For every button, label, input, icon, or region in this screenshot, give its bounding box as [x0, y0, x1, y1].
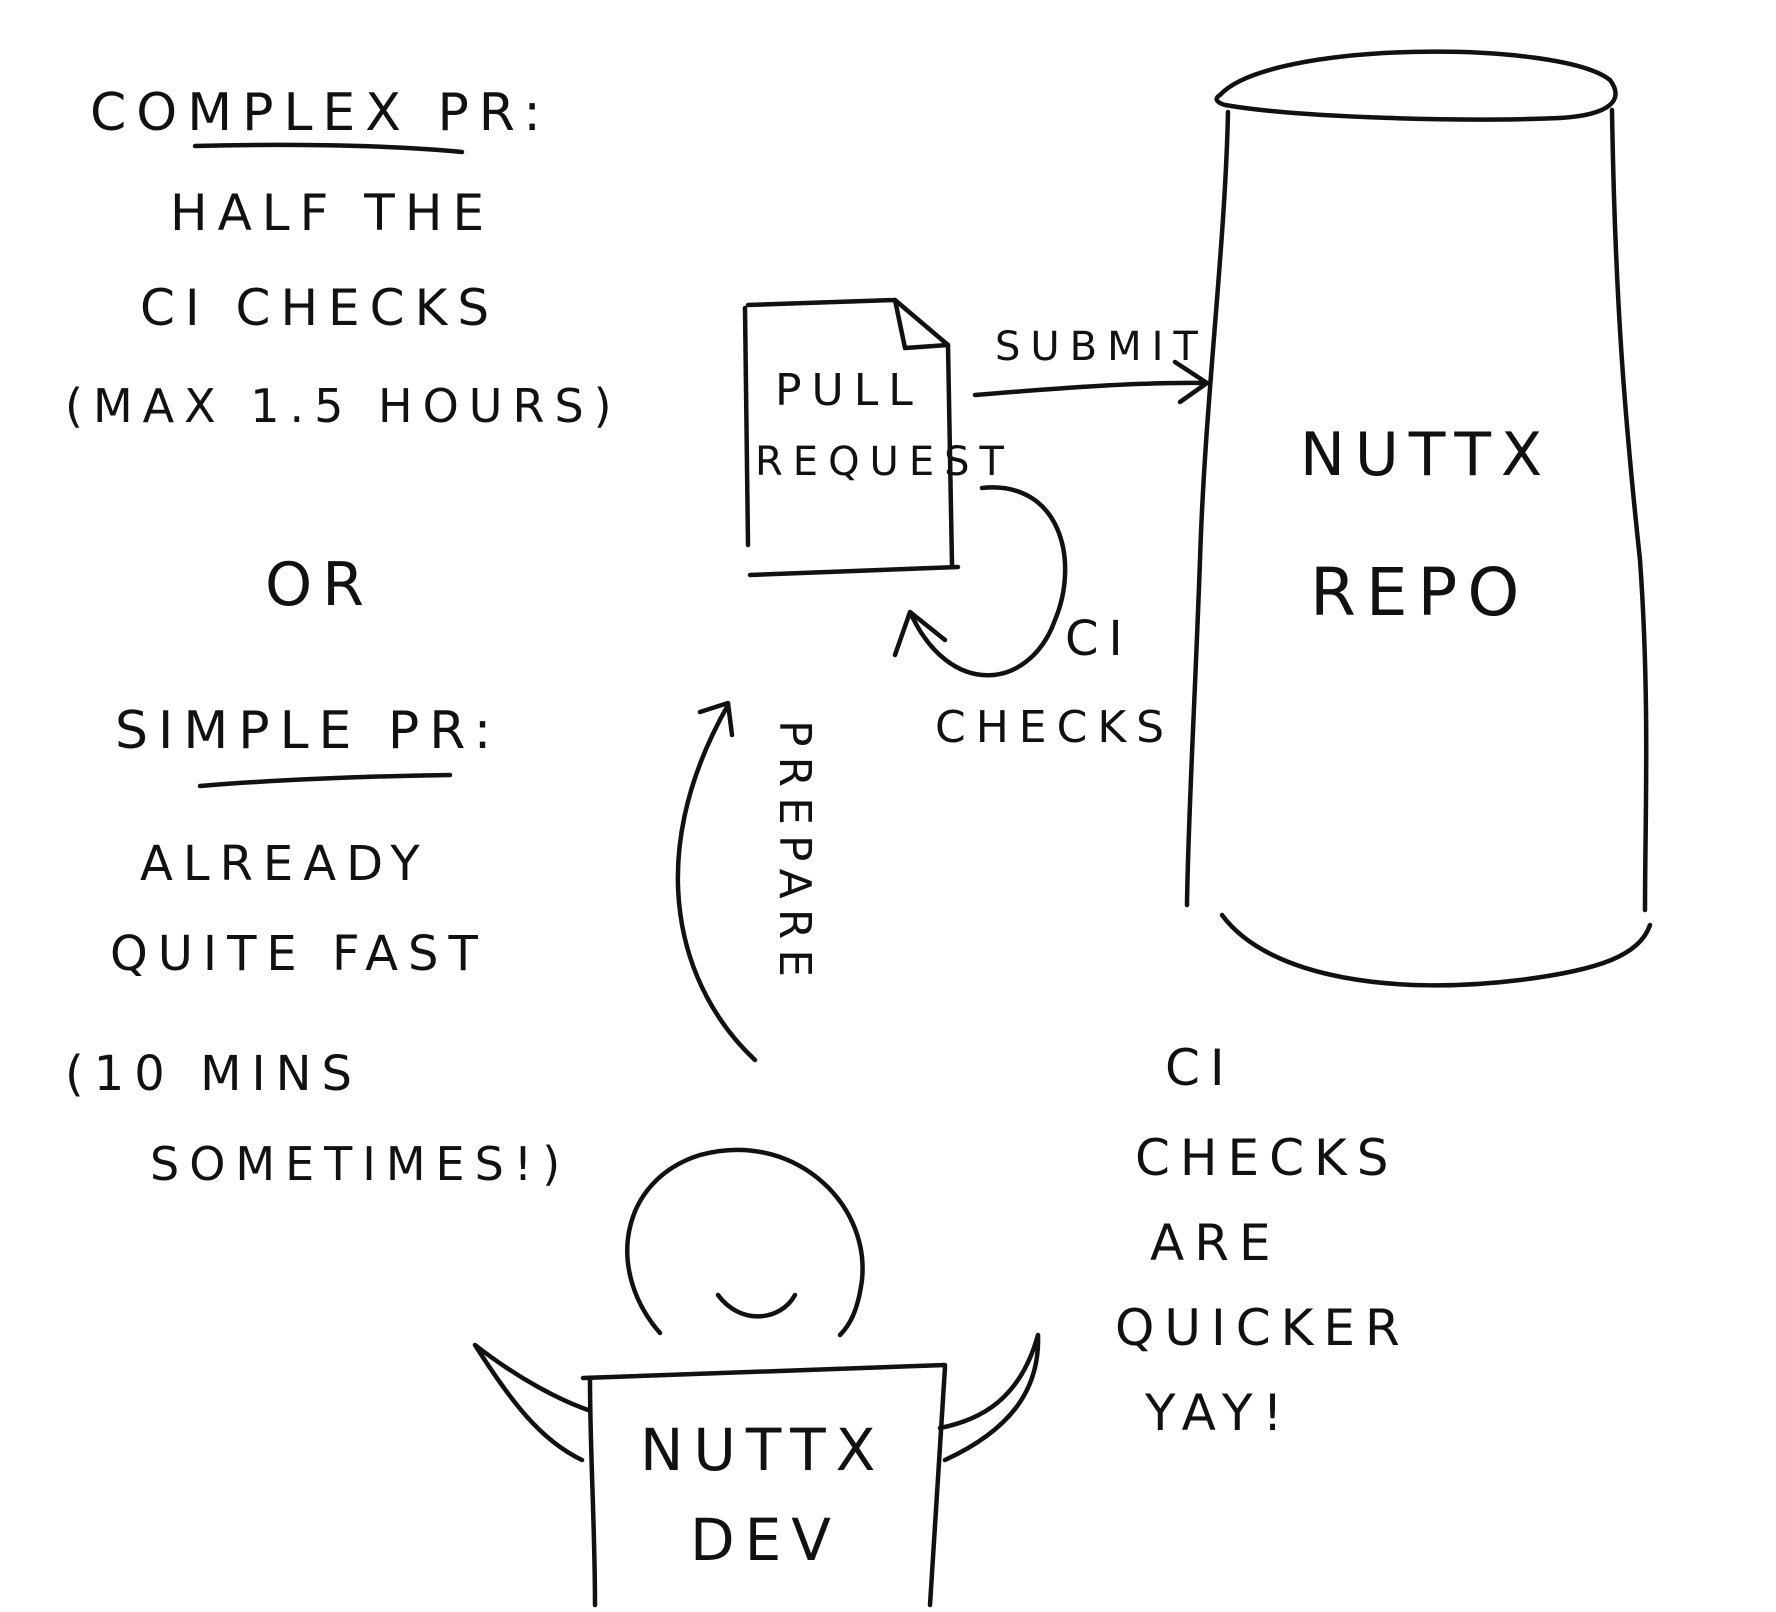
simple-pr-line1: ALREADY — [140, 836, 430, 892]
repo-line2: REPO — [1310, 554, 1529, 631]
prepare-flow: PREPARE — [675, 700, 820, 1063]
repo-cylinder-bottom-icon — [1219, 912, 1653, 988]
simple-pr-line3: (10 MINS — [65, 1046, 362, 1102]
right-note-line1: CI — [1165, 1039, 1235, 1097]
left-notes: COMPLEX PR: HALF THE CI CHECKS (MAX 1.5 … — [65, 83, 622, 1191]
right-note-line4: QUICKER — [1115, 1299, 1410, 1357]
repo-cylinder-top-icon — [1214, 49, 1618, 122]
dev-smile-icon — [715, 1292, 798, 1319]
ci-loop-line2: CHECKS — [935, 702, 1174, 753]
complex-pr-heading: COMPLEX PR: — [90, 83, 551, 143]
dev-left-arm-icon — [472, 1342, 591, 1463]
submit-flow: SUBMIT — [972, 324, 1210, 405]
nuttx-dev-figure: NUTTX DEV — [472, 1147, 1041, 1608]
ci-loop-arrow-icon — [892, 485, 1068, 678]
repo-cylinder-right-wall-icon — [1609, 107, 1649, 913]
simple-pr-line2: QUITE FAST — [110, 926, 488, 982]
pull-request-line1: PULL — [775, 365, 923, 416]
simple-underline — [197, 772, 453, 789]
simple-pr-line4: SOMETIMES!) — [150, 1137, 570, 1191]
submit-arrow-icon — [972, 359, 1210, 405]
repo-cylinder-left-wall-icon — [1184, 109, 1231, 908]
nuttx-repo-cylinder: NUTTX REPO — [1184, 49, 1653, 988]
right-notes: CI CHECKS ARE QUICKER YAY! — [1115, 1039, 1410, 1442]
dev-head-icon — [625, 1147, 865, 1338]
prepare-label: PREPARE — [769, 720, 820, 987]
right-note-line3: ARE — [1150, 1214, 1281, 1272]
ci-checks-loop: CI CHECKS — [892, 485, 1174, 753]
document-fold-icon — [892, 297, 951, 351]
dev-line2: DEV — [690, 1506, 841, 1574]
simple-pr-heading: SIMPLE PR: — [115, 701, 501, 761]
complex-pr-line2: CI CHECKS — [140, 279, 499, 337]
prepare-arrow-icon — [675, 700, 758, 1063]
dev-sign-board-icon — [580, 1362, 948, 1608]
right-note-line2: CHECKS — [1135, 1129, 1399, 1187]
document-outline-icon — [742, 297, 961, 578]
repo-line1: NUTTX — [1300, 420, 1552, 490]
right-note-line5: YAY! — [1144, 1384, 1293, 1442]
ci-loop-line1: CI — [1065, 611, 1133, 667]
dev-right-arm-icon — [937, 1332, 1041, 1463]
submit-label: SUBMIT — [995, 324, 1208, 370]
complex-pr-line3: (MAX 1.5 HOURS) — [65, 379, 622, 433]
complex-pr-line1: HALF THE — [170, 184, 494, 242]
pull-request-document: PULL REQUEST — [742, 297, 1014, 578]
pull-request-line2: REQUEST — [755, 439, 1014, 485]
dev-line1: NUTTX — [640, 1416, 885, 1484]
complex-underline — [192, 142, 465, 155]
or-label: OR — [265, 550, 374, 620]
